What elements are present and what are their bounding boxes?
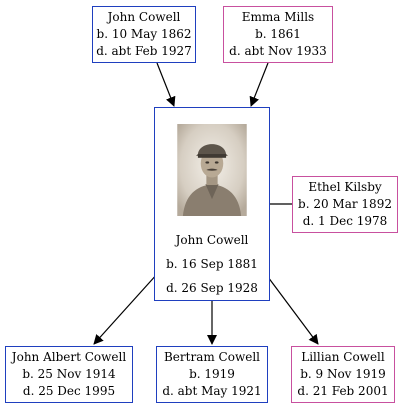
person-card-child-1[interactable]: John Albert Cowell b. 25 Nov 1914 d. 25 …	[5, 346, 133, 403]
person-death: d. 1 Dec 1978	[302, 214, 388, 228]
person-death: d. abt Nov 1933	[229, 44, 327, 58]
person-card-child-3[interactable]: Lillian Cowell b. 9 Nov 1919 d. 21 Feb 2…	[291, 346, 395, 403]
person-card-spouse[interactable]: Ethel Kilsby b. 20 Mar 1892 d. 1 Dec 197…	[292, 176, 398, 233]
person-birth: b. 1861	[255, 27, 301, 41]
edge-focus-to-child-3	[264, 272, 319, 345]
person-birth: b. 25 Nov 1914	[22, 367, 116, 381]
person-birth: b. 1919	[189, 367, 235, 381]
edge-focus-to-child-1	[93, 272, 159, 345]
person-birth: b. 16 Sep 1881	[166, 257, 258, 271]
person-death: d. abt Feb 1927	[96, 44, 192, 58]
person-birth: b. 10 May 1862	[96, 27, 192, 41]
person-card-child-2[interactable]: Bertram Cowell b. 1919 d. abt May 1921	[156, 346, 268, 403]
person-death: d. 26 Sep 1928	[166, 281, 258, 295]
edge-mother-to-focus	[249, 62, 269, 107]
person-death: d. 25 Dec 1995	[22, 384, 116, 398]
person-name: Lillian Cowell	[301, 350, 385, 364]
portrait-photo	[177, 124, 247, 216]
person-name: John Albert Cowell	[11, 350, 127, 364]
person-death: d. abt May 1921	[162, 384, 262, 398]
person-name: Ethel Kilsby	[308, 180, 382, 194]
person-card-father[interactable]: John Cowell b. 10 May 1862 d. abt Feb 19…	[92, 6, 196, 63]
person-name: Emma Mills	[241, 10, 315, 24]
person-death: d. 21 Feb 2001	[297, 384, 389, 398]
person-birth: b. 9 Nov 1919	[300, 367, 386, 381]
person-name: Bertram Cowell	[163, 350, 261, 364]
person-birth: b. 20 Mar 1892	[298, 197, 392, 211]
edge-father-to-focus	[156, 62, 176, 107]
person-name: John Cowell	[175, 233, 249, 247]
person-name: John Cowell	[107, 10, 181, 24]
person-card-mother[interactable]: Emma Mills b. 1861 d. abt Nov 1933	[223, 6, 333, 63]
person-card-focus[interactable]: John Cowell b. 16 Sep 1881 d. 26 Sep 192…	[154, 107, 270, 301]
